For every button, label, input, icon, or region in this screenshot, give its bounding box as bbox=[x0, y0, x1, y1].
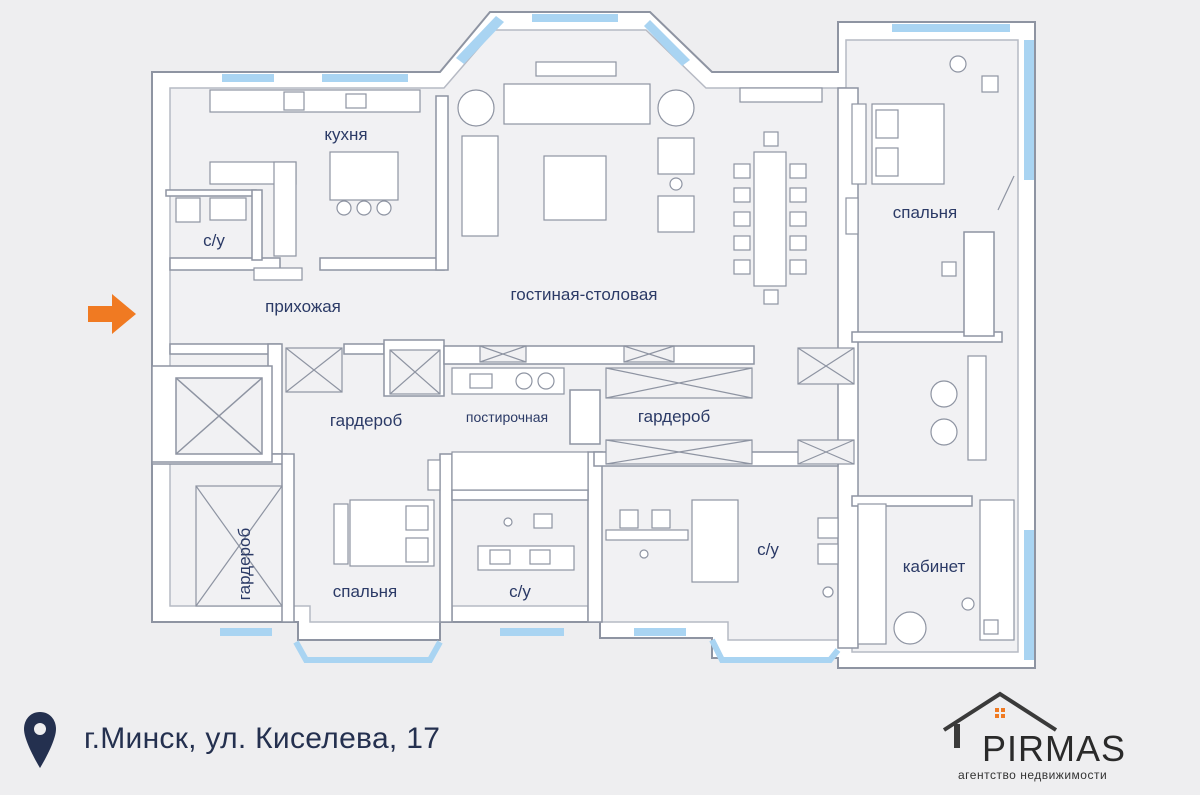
windows bbox=[220, 14, 1034, 663]
study-furniture bbox=[857, 499, 1015, 645]
room-label-wardrobe-left: гардероб bbox=[330, 411, 403, 430]
wc-bottom-right-fixtures bbox=[605, 499, 839, 598]
room-label-kitchen: кухня bbox=[324, 125, 367, 144]
room-label-bedroom-right: спальня bbox=[893, 203, 958, 222]
room-label-hallway: прихожая bbox=[265, 297, 341, 316]
bedroom-right-furniture bbox=[845, 55, 1015, 277]
room-label-wc-bottom-right: с/у bbox=[757, 540, 779, 559]
logo-tagline: агентство недвижимости bbox=[958, 768, 1108, 782]
floor-plan: кухня с/у прихожая гостиная-столовая спа… bbox=[88, 11, 1036, 669]
room-label-wc-bottom-center: с/у bbox=[509, 582, 531, 601]
wc-bottom-center-fixtures bbox=[477, 513, 575, 571]
corridor-right-furniture bbox=[797, 347, 987, 465]
room-label-wardrobe-center: гардероб bbox=[638, 407, 711, 426]
kitchen-furniture bbox=[209, 89, 421, 281]
laundry-fixtures bbox=[451, 367, 589, 491]
room-label-laundry: постирочная bbox=[466, 409, 548, 425]
wc-left-fixtures bbox=[175, 197, 247, 223]
room-label-wardrobe-vertical: гардероб bbox=[235, 528, 254, 601]
wardrobe-units bbox=[195, 345, 753, 607]
room-label-study: кабинет bbox=[903, 557, 966, 576]
house-roof-icon bbox=[942, 691, 1058, 748]
room-label-living-dining: гостиная-столовая bbox=[510, 285, 657, 304]
room-labels: кухня с/у прихожая гостиная-столовая спа… bbox=[203, 125, 965, 601]
location-pin-icon bbox=[24, 712, 56, 768]
living-furniture bbox=[457, 61, 823, 305]
bedroom-bottom-furniture bbox=[333, 459, 441, 567]
logo-name: PIRMAS bbox=[982, 728, 1127, 769]
address-text: г.Минск, ул. Киселева, 17 bbox=[84, 722, 441, 755]
elevator-shaft bbox=[175, 377, 263, 455]
room-label-wc-left: с/у bbox=[203, 231, 225, 250]
room-label-bedroom-bottom: спальня bbox=[333, 582, 398, 601]
entrance-arrow-icon bbox=[88, 294, 136, 334]
